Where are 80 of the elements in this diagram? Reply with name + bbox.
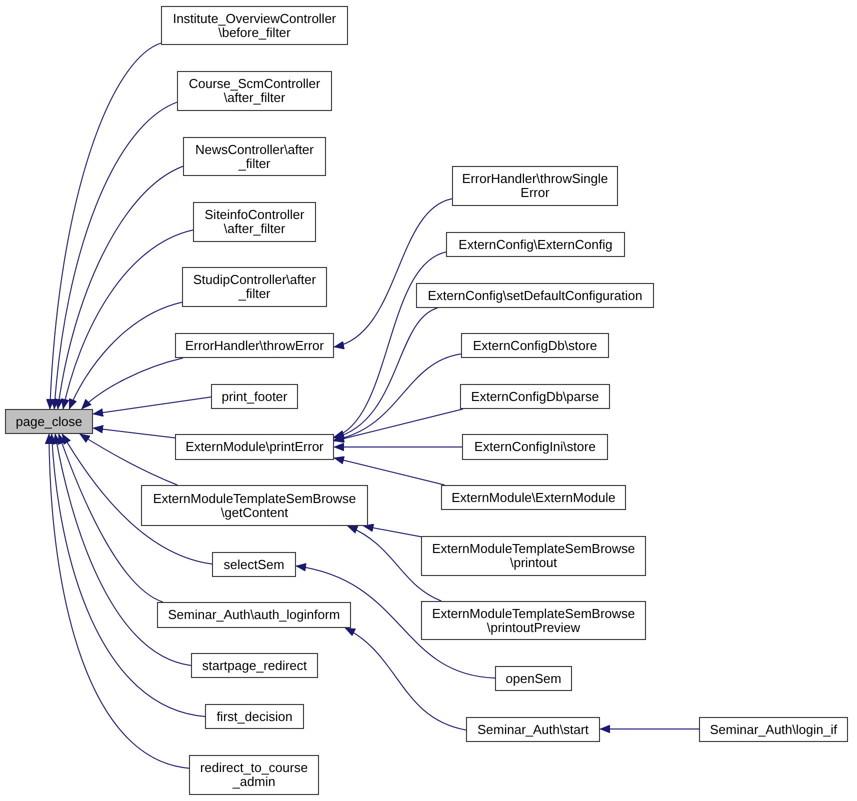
arrow bbox=[334, 442, 462, 452]
function-name: ExternModule\ExternModule bbox=[451, 490, 616, 504]
function-name: SiteinfoController \after_filter bbox=[204, 208, 306, 236]
function-node bbox=[495, 666, 572, 691]
arrow bbox=[50, 102, 178, 410]
function-name: selectSem bbox=[224, 558, 284, 572]
function-name: ExternConfigIni\store bbox=[474, 440, 596, 454]
function-node bbox=[182, 267, 327, 307]
arrow bbox=[48, 434, 206, 717]
function-name: ExternModule\printError bbox=[186, 440, 324, 454]
arrow bbox=[79, 434, 178, 486]
function-node bbox=[193, 202, 316, 242]
function-node bbox=[161, 6, 348, 45]
function-node bbox=[177, 71, 332, 111]
function-name: NewsController\after _filter bbox=[194, 142, 315, 170]
function-name: page_close bbox=[16, 414, 82, 428]
arrow bbox=[334, 408, 464, 443]
arrow bbox=[68, 302, 182, 410]
arrow bbox=[334, 354, 462, 442]
function-name: startpage_redirect bbox=[202, 658, 307, 672]
arrow bbox=[62, 434, 212, 564]
arrow bbox=[58, 434, 164, 602]
function-node bbox=[211, 384, 298, 409]
function-node bbox=[175, 434, 334, 460]
function-node bbox=[141, 485, 368, 526]
function-node bbox=[441, 485, 626, 510]
function-name: ExternModuleTemplateSemBrowse \getContent bbox=[152, 492, 358, 520]
function-node bbox=[462, 434, 608, 460]
function-name: ExternModuleTemplateSemBrowse \printout bbox=[430, 542, 636, 570]
function-node bbox=[421, 536, 646, 576]
function-node bbox=[5, 409, 93, 434]
function-name: ExternConfigDb\parse bbox=[471, 390, 599, 404]
function-name: ErrorHandler\throwSingle Error bbox=[461, 172, 609, 200]
arrow bbox=[45, 434, 190, 769]
function-name: first_decision bbox=[216, 710, 292, 724]
function-node bbox=[446, 232, 625, 257]
arrow bbox=[92, 424, 176, 438]
function-node bbox=[183, 137, 326, 176]
function-node bbox=[466, 717, 600, 742]
function-name: redirect_to_course _admin bbox=[199, 761, 309, 789]
arrow bbox=[296, 564, 496, 678]
function-name: Institute_OverviewController \before_filter bbox=[172, 12, 338, 40]
function-name: Seminar_Auth\login_if bbox=[710, 722, 838, 736]
function-name: Course_ScmController \after_filter bbox=[188, 77, 322, 105]
arrow bbox=[362, 524, 422, 538]
function-node bbox=[699, 717, 848, 742]
arrow bbox=[334, 198, 452, 348]
function-name: ErrorHandler\throwError bbox=[185, 338, 324, 352]
arrow bbox=[600, 724, 700, 734]
arrow bbox=[81, 358, 184, 410]
function-name: Seminar_Auth\auth_loginform bbox=[168, 608, 340, 622]
arrow bbox=[46, 42, 162, 410]
function-node bbox=[175, 333, 334, 358]
arrow bbox=[347, 526, 442, 602]
function-node bbox=[452, 166, 618, 206]
function-node bbox=[212, 552, 296, 577]
function-node bbox=[189, 755, 319, 795]
function-name: ExternConfig\setDefaultConfiguration bbox=[428, 288, 642, 302]
arrow bbox=[334, 252, 446, 438]
function-name: StudipController\after _filter bbox=[192, 273, 317, 301]
function-node bbox=[421, 601, 646, 640]
function-name: ExternModuleTemplateSemBrowse \printoutPreview bbox=[430, 606, 636, 634]
function-node bbox=[461, 333, 609, 358]
arrow bbox=[55, 166, 184, 410]
arrow bbox=[92, 396, 212, 417]
function-node bbox=[416, 283, 654, 308]
function-node bbox=[205, 704, 304, 729]
function-name: openSem bbox=[506, 672, 562, 686]
function-name: ExternConfigDb\store bbox=[472, 338, 598, 352]
arrow bbox=[61, 230, 194, 410]
arrow bbox=[344, 628, 466, 730]
arrow bbox=[334, 308, 438, 438]
arrow bbox=[52, 434, 192, 666]
function-node bbox=[460, 384, 610, 409]
function-node bbox=[157, 602, 351, 628]
function-name: Seminar_Auth\start bbox=[477, 722, 589, 736]
function-name: ExternConfig\ExternConfig bbox=[458, 238, 612, 252]
function-name: print_footer bbox=[222, 390, 288, 404]
arrow bbox=[334, 456, 446, 486]
function-node bbox=[191, 653, 318, 678]
